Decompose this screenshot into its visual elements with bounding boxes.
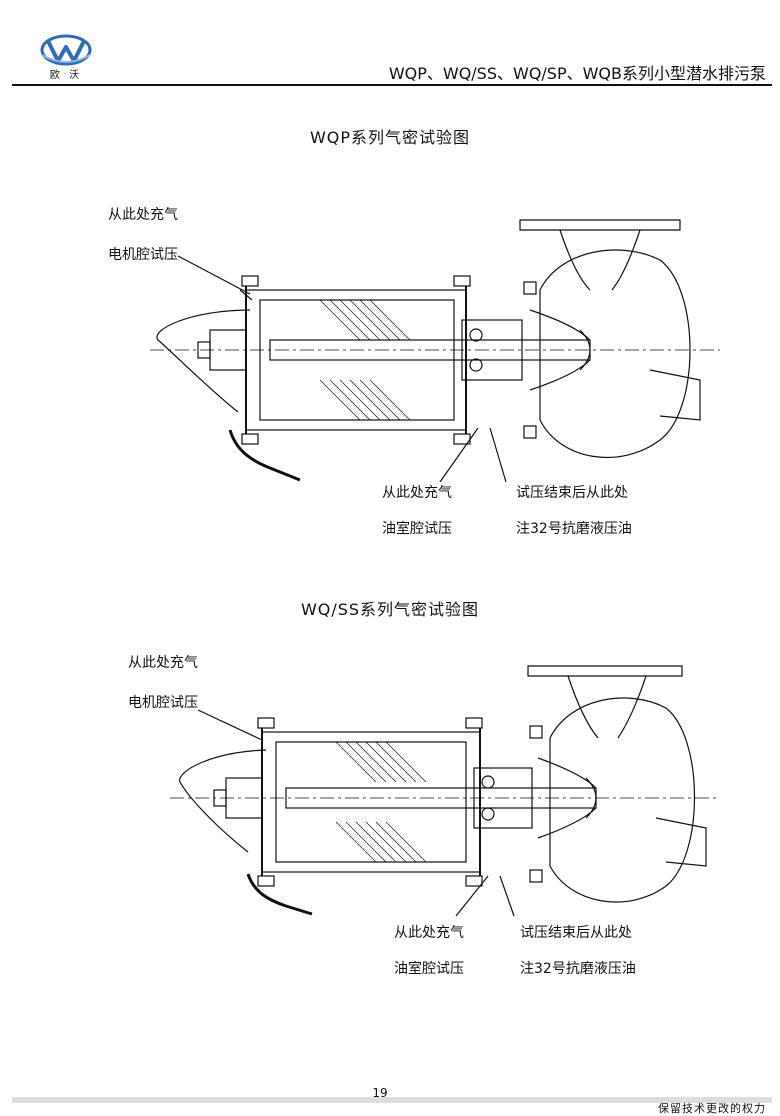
header-rule: [12, 84, 772, 86]
pump-drawing-wqss: [170, 665, 720, 917]
label-motor-inflate: 从此处充气: [128, 655, 198, 671]
label-oil-pressure: 油室腔试压: [382, 521, 452, 537]
section-title-wqss: WQ/SS系列气密试验图: [300, 600, 480, 619]
footer-rule: [12, 1097, 772, 1103]
section-title-wqp: WQP系列气密试验图: [309, 128, 471, 147]
pump-drawing-wqp: [150, 219, 720, 483]
footer-note: 保留技术更改的权力: [658, 1102, 766, 1115]
label-fill-oil-1: 试压结束后从此处: [516, 485, 628, 501]
label-oil-inflate: 从此处充气: [382, 485, 452, 501]
page-number: 19: [372, 1086, 388, 1100]
company-logo: [40, 34, 92, 66]
label-motor-pressure: 电机腔试压: [128, 695, 198, 711]
label-fill-oil-1: 试压结束后从此处: [520, 925, 632, 941]
label-oil-inflate: 从此处充气: [394, 925, 464, 941]
label-oil-pressure: 油室腔试压: [394, 961, 464, 977]
label-fill-oil-2: 注32号抗磨液压油: [520, 961, 636, 977]
label-motor-pressure: 电机腔试压: [108, 247, 178, 263]
label-fill-oil-2: 注32号抗磨液压油: [516, 521, 632, 537]
label-motor-inflate: 从此处充气: [108, 207, 178, 223]
logo-text: 欧 沃: [49, 70, 83, 81]
document-header-title: WQP、WQ/SS、WQ/SP、WQB系列小型潜水排污泵: [388, 64, 766, 83]
